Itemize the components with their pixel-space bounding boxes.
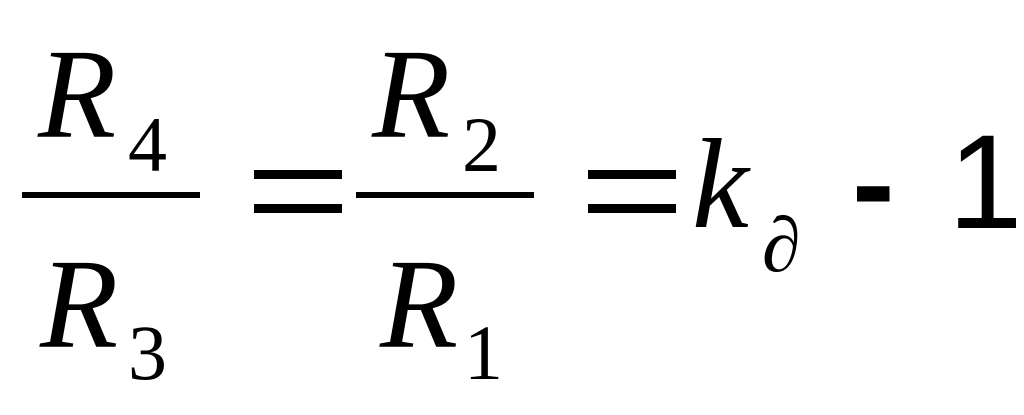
- subscript-partial: ∂: [762, 201, 801, 288]
- minus-operator: -: [852, 112, 895, 255]
- symbol-k: k: [692, 113, 749, 255]
- denominator-subscript-1: 1: [464, 309, 503, 396]
- numerator-symbol-r2: R: [372, 23, 451, 165]
- numerator-symbol-r4: R: [38, 23, 117, 165]
- fraction-bar-right: [356, 192, 534, 198]
- constant-one: 1: [948, 108, 1023, 257]
- denominator-symbol-r1: R: [380, 233, 459, 375]
- fraction-bar-left: [22, 192, 200, 198]
- denominator-subscript-3: 3: [128, 309, 167, 396]
- numerator-subscript-4: 4: [128, 101, 167, 188]
- denominator-symbol-r3: R: [40, 233, 119, 375]
- numerator-subscript-2: 2: [462, 101, 501, 188]
